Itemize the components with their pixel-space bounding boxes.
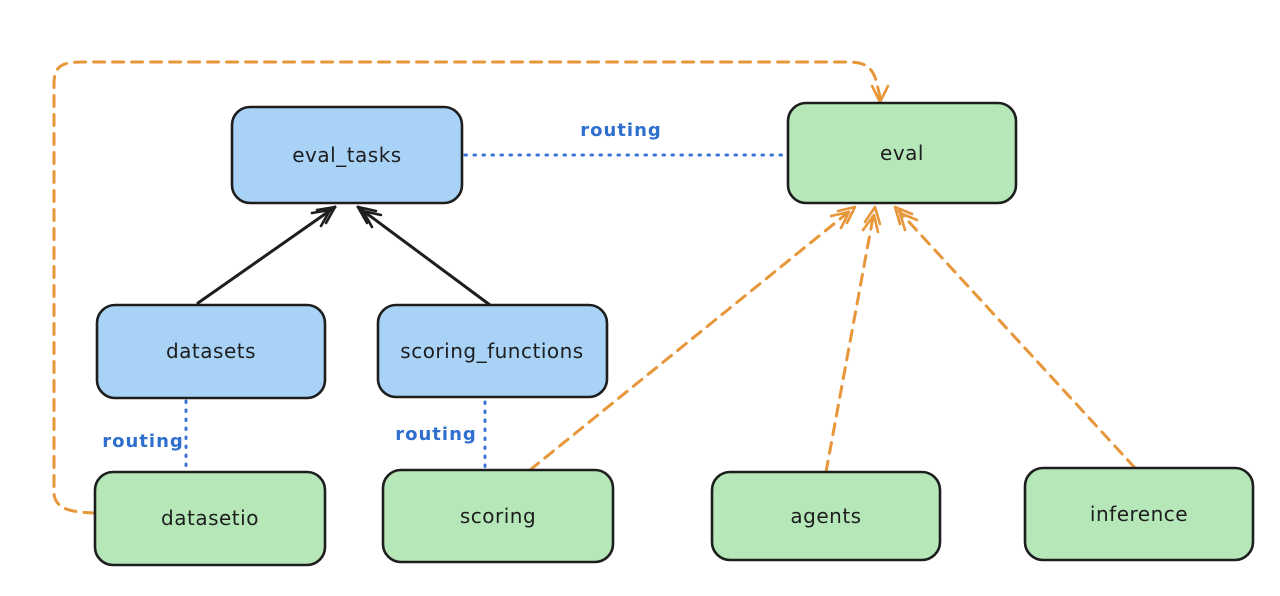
arrowhead-datasets-to-eval-tasks-2 [310, 208, 332, 228]
edge-scoring-to-eval-line [528, 208, 853, 472]
node-datasets-label: datasets [166, 339, 256, 363]
node-scoring-label: scoring [460, 504, 536, 528]
node-scoring: scoring [381, 468, 615, 564]
node-inference-box [1023, 466, 1255, 562]
node-eval-box [786, 101, 1018, 205]
node-eval-tasks-box [230, 105, 464, 205]
arrowhead-scoring-to-eval [836, 205, 857, 225]
arrowhead-inference-to-eval-2 [898, 211, 919, 232]
edge-datasetio-to-eval-line [52, 60, 882, 515]
node-agents: agents [710, 470, 942, 562]
edge-scoring-functions-to-eval-tasks-line [356, 205, 492, 307]
node-agents-label: agents [790, 504, 861, 528]
routing-label-scoring-functions-scoring: routing [395, 424, 477, 445]
node-datasets-box [95, 303, 327, 400]
node-eval: eval [786, 101, 1018, 205]
arrowhead-agents-to-eval-2 [861, 213, 880, 234]
node-datasets: datasets [95, 303, 327, 400]
arrowhead-inference-to-eval [893, 205, 914, 226]
node-inference-label: inference [1090, 502, 1188, 526]
routing-label-datasets-datasetio: routing [102, 431, 184, 452]
node-eval-tasks: eval_tasks [230, 105, 464, 205]
arrowhead-scoring-functions-to-eval-tasks-2 [361, 209, 383, 229]
node-scoring-functions-label: scoring_functions [400, 339, 583, 363]
arrowhead-scoring-to-eval-2 [829, 210, 851, 230]
edge-inference-to-eval-line [897, 209, 1137, 470]
node-inference: inference [1023, 466, 1255, 562]
node-eval-label: eval [880, 141, 924, 165]
node-agents-box [710, 470, 942, 562]
edge-datasets-to-eval-tasks-line [196, 205, 337, 305]
arrowhead-datasets-to-eval-tasks [315, 205, 337, 225]
node-datasetio: datasetio [93, 470, 327, 567]
edge-datasets-to-eval-tasks [196, 205, 337, 305]
node-datasetio-label: datasetio [161, 506, 259, 530]
node-scoring-functions-box [376, 303, 609, 399]
edge-agents-to-eval-line [824, 210, 876, 474]
routing-label-eval-tasks-eval: routing [580, 120, 662, 141]
arrowhead-agents-to-eval [863, 205, 882, 226]
edge-inference-to-eval [893, 205, 1137, 470]
node-datasetio-box [93, 470, 327, 567]
edge-agents-to-eval [824, 205, 882, 474]
node-scoring-box [381, 468, 615, 564]
edge-scoring-functions-to-eval-tasks [356, 205, 492, 307]
edge-scoring-to-eval [528, 205, 857, 472]
arrowhead-scoring-functions-to-eval-tasks [356, 205, 378, 225]
node-eval-tasks-label: eval_tasks [292, 143, 401, 167]
node-scoring-functions: scoring_functions [376, 303, 609, 399]
